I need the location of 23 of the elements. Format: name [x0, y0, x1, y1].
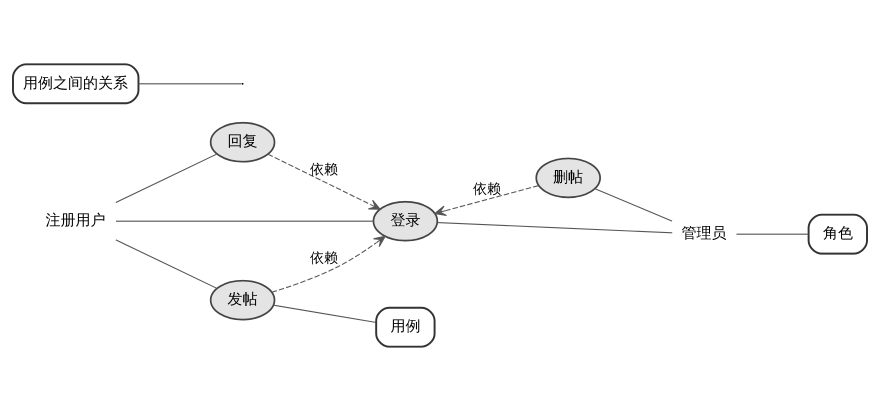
connector: [116, 220, 374, 222]
node-box: 角色: [808, 213, 868, 254]
node-ellipse: 发帖: [210, 279, 276, 320]
connector: [273, 304, 376, 322]
connector: [116, 238, 218, 288]
node-box: 用例: [375, 306, 436, 348]
connector: [437, 221, 672, 233]
node-text: 管理员: [682, 224, 727, 242]
connector: [138, 82, 242, 84]
arrow: [434, 184, 539, 216]
connector: [736, 233, 808, 234]
edge-label: 依赖: [310, 162, 338, 178]
arrow: [268, 153, 381, 210]
node-ellipse: 回复: [210, 121, 276, 162]
connector: [116, 152, 218, 202]
node-box: 用例之间的关系: [12, 62, 140, 104]
node-ellipse: 删帖: [535, 157, 601, 198]
edge-label: 依赖: [472, 180, 501, 197]
node-ellipse: 登录: [372, 200, 438, 242]
arrow: [272, 235, 386, 292]
connector: [594, 188, 672, 222]
edge-label: 依赖: [310, 250, 338, 266]
node-text: 注册用户: [46, 210, 106, 229]
